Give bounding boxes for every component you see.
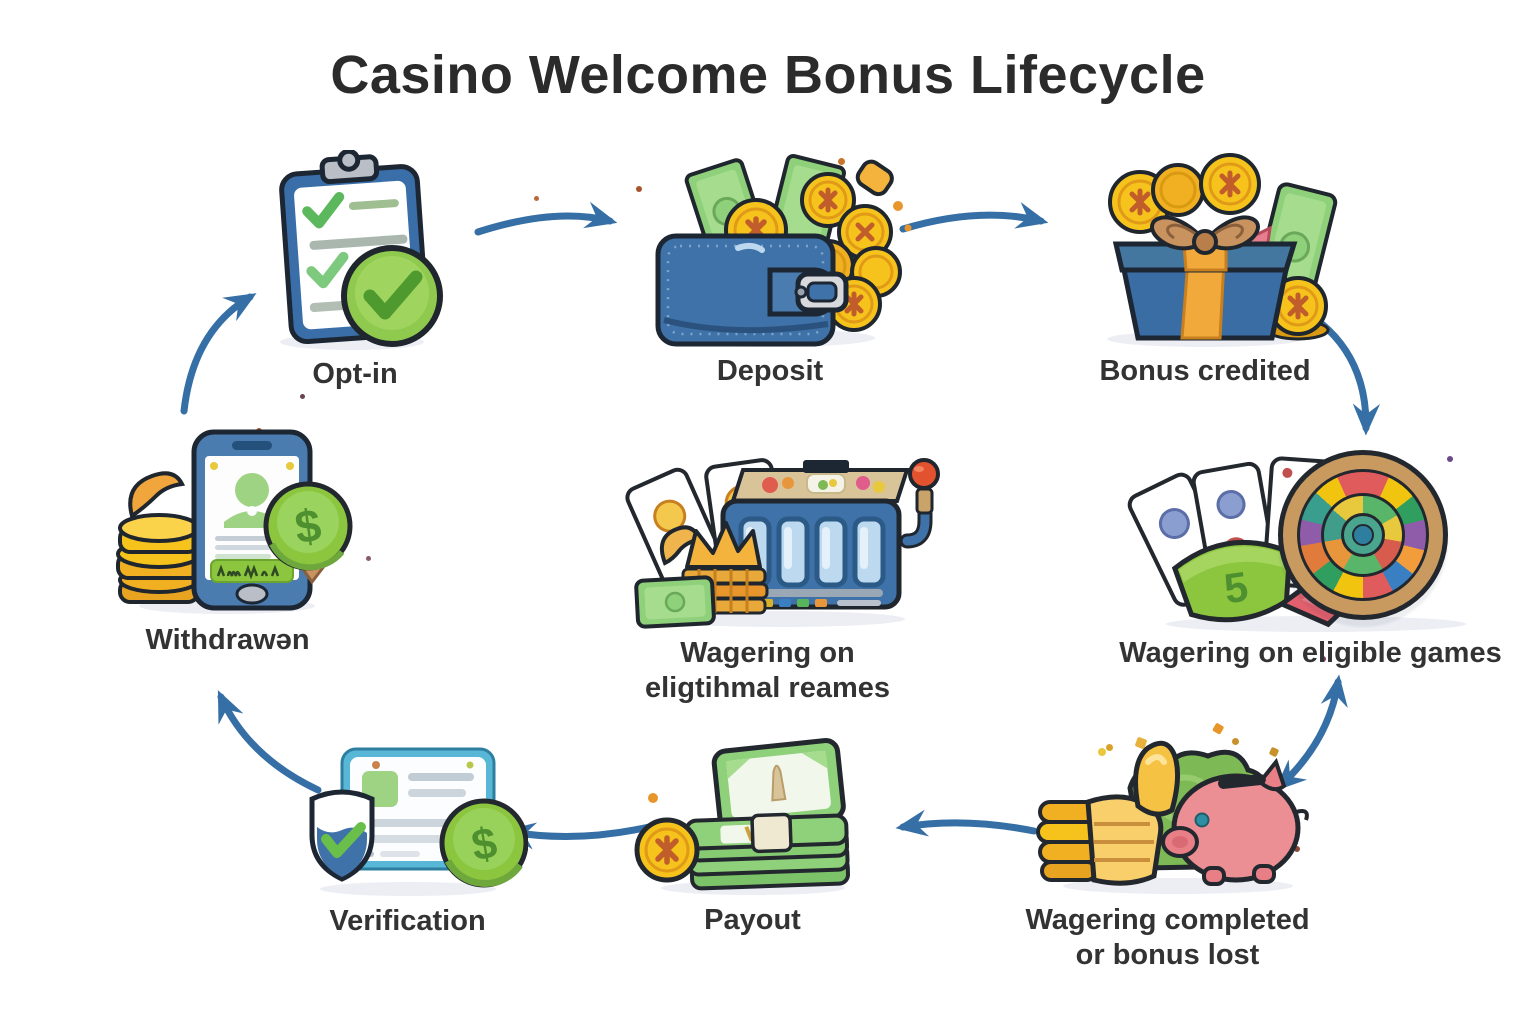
roulette-wheel-icon bbox=[1277, 450, 1448, 620]
step-label: Bonus credited bbox=[1099, 355, 1311, 387]
step-wagering-center: Wagering on eligtihmal reames bbox=[595, 443, 940, 707]
confetti-dot bbox=[1232, 738, 1239, 745]
step-label: Deposit bbox=[716, 355, 824, 387]
arrow-bonus-to-wagering bbox=[1318, 320, 1381, 436]
step-label: Payout bbox=[704, 904, 801, 936]
thumbs-up-piggy-bank-icon bbox=[1018, 710, 1318, 901]
slot-machine-icon bbox=[595, 443, 940, 634]
confetti-dot bbox=[1106, 744, 1113, 751]
step-label: Wagering on eligible games bbox=[1119, 637, 1502, 669]
cards-and-roulette-icon: 5 bbox=[1086, 442, 1536, 634]
confetti-dot bbox=[636, 186, 642, 192]
step-deposit: Deposit bbox=[615, 142, 925, 389]
step-opt-in: Opt-in bbox=[205, 148, 505, 392]
gift-box-with-coins-icon bbox=[1070, 140, 1340, 352]
step-wagering-games: 5 Wagering on eligible games bbox=[1085, 442, 1536, 671]
step-bonus-credited: Bonus credited bbox=[1055, 140, 1355, 389]
step-verification: $ Verification bbox=[285, 735, 530, 939]
confetti-dot bbox=[366, 556, 371, 561]
step-payout: Payout bbox=[625, 732, 880, 938]
phone-withdrawal-icon: $ bbox=[102, 404, 354, 621]
step-label: Withdrawən bbox=[145, 624, 310, 656]
step-withdrawn: $ Withdrawən bbox=[90, 404, 365, 658]
confetti-dot bbox=[838, 158, 845, 165]
arrow-wagering-to-completed bbox=[1274, 674, 1348, 792]
wallet-with-coins-icon bbox=[620, 142, 920, 352]
confetti-dot bbox=[534, 196, 539, 201]
cash-stack-coin-icon bbox=[625, 732, 880, 901]
arrow-verification-to-withdrawn bbox=[217, 690, 322, 794]
document-shield-check-icon: $ bbox=[288, 735, 528, 902]
step-label: Wagering on eligtihmal reames bbox=[645, 637, 890, 705]
step-wagering-completed: Wagering completed or bonus lost bbox=[975, 710, 1360, 974]
step-label: Verification bbox=[329, 905, 486, 937]
page-title: Casino Welcome Bonus Lifecycle bbox=[330, 45, 1206, 105]
clipboard-checklist-icon bbox=[240, 148, 470, 355]
arrow-completed-to-payout bbox=[895, 809, 1038, 837]
confetti-dot bbox=[1294, 846, 1300, 852]
step-label: Wagering completed or bonus lost bbox=[1025, 904, 1310, 972]
arrow-withdrawn-to-optin bbox=[180, 293, 257, 415]
confetti-dot bbox=[1447, 456, 1453, 462]
step-label: Opt-in bbox=[312, 358, 398, 390]
confetti-dot bbox=[1320, 656, 1326, 662]
confetti-dot bbox=[300, 394, 305, 399]
arrow-optin-to-deposit bbox=[474, 201, 618, 236]
arrow-deposit-to-bonus bbox=[899, 202, 1049, 233]
